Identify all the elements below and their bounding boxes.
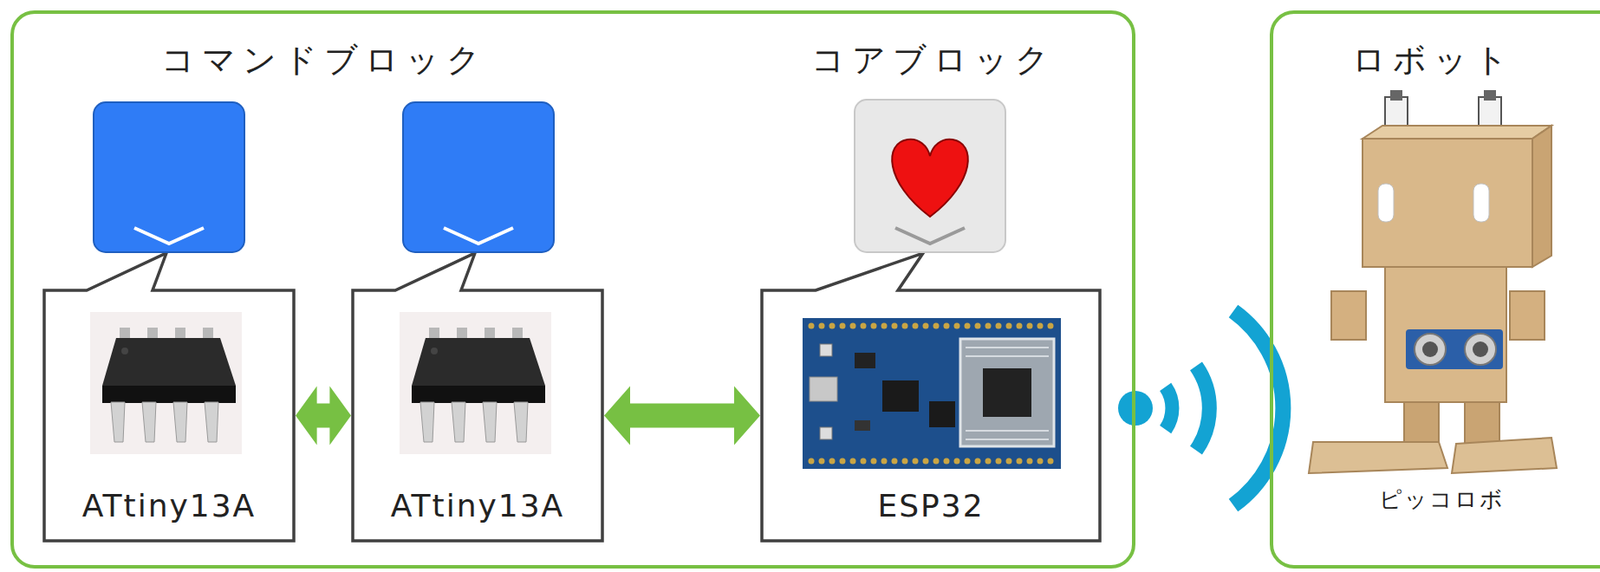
- part-label: ピッコロボ: [1378, 486, 1505, 514]
- bidirectional-arrow: [604, 386, 761, 446]
- callout-box: ESP32: [761, 290, 1100, 541]
- part-label: ESP32: [877, 487, 984, 525]
- callout-outline: [352, 253, 603, 541]
- wireless-symbol: [1118, 311, 1283, 506]
- part-label: ATtiny13A: [82, 487, 257, 525]
- chip-photo: [90, 312, 242, 455]
- callout-box: ATtiny13A: [44, 290, 294, 541]
- command-block-icon: [403, 102, 554, 253]
- block-heading: コアブロック: [811, 40, 1056, 81]
- chip-photo: [399, 312, 552, 455]
- command-block-icon: [93, 102, 245, 253]
- callout-box: ATtiny13A: [352, 290, 603, 541]
- group-frame: コマンドブロック コアブロック ATtiny13A ATtiny13A ESP32: [10, 10, 1136, 569]
- callout-outline: [761, 253, 1100, 541]
- core-block-icon: [854, 99, 1006, 253]
- board-photo: [802, 318, 1061, 469]
- part-label: ATtiny13A: [390, 487, 566, 525]
- block-heading: コマンドブロック: [161, 40, 488, 81]
- group-frame: ロボットピッコロボ: [1269, 10, 1600, 569]
- bidirectional-arrow: [295, 386, 352, 446]
- robot-illustration: [1308, 90, 1557, 474]
- callout-outline: [44, 253, 294, 541]
- block-heading: ロボット: [1352, 40, 1516, 81]
